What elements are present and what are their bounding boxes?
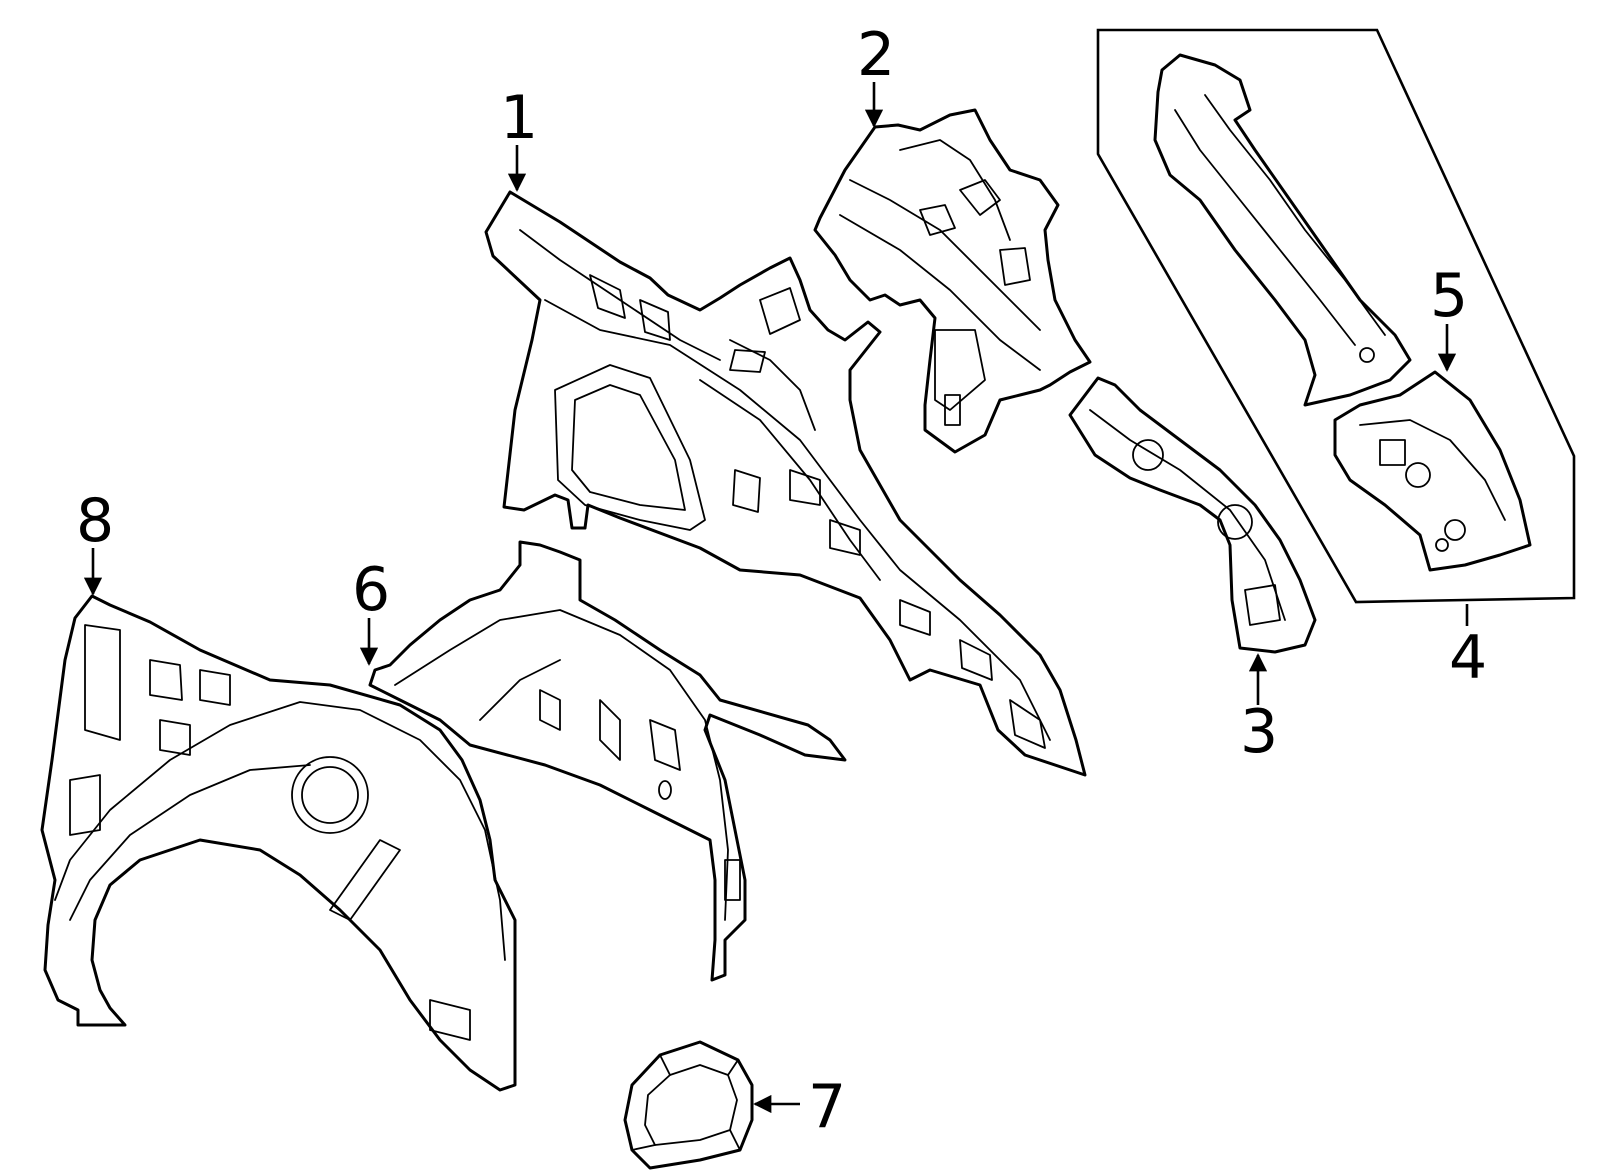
callout-7: 7 [808, 1072, 846, 1142]
part-8-wheelhouse-outer [40, 594, 517, 1092]
callout-6: 6 [352, 555, 390, 625]
callout-8: 8 [76, 486, 114, 556]
callout-5: 5 [1430, 261, 1468, 331]
part-5-bracket [1333, 370, 1532, 572]
part-6-wheelhouse-inner [368, 540, 847, 982]
callout-2: 2 [857, 20, 895, 90]
callout-3: 3 [1240, 697, 1278, 767]
part-7-fuel-door-housing [623, 1040, 754, 1170]
group-4-bracket [1096, 28, 1576, 604]
callout-1: 1 [500, 83, 538, 153]
callout-4: 4 [1449, 623, 1487, 693]
part-4-upper-rail [1153, 53, 1412, 407]
part-3-brace [1068, 376, 1317, 654]
part-2-reinforcement [813, 108, 1092, 454]
part-1-inner-quarter-panel [484, 190, 1087, 777]
